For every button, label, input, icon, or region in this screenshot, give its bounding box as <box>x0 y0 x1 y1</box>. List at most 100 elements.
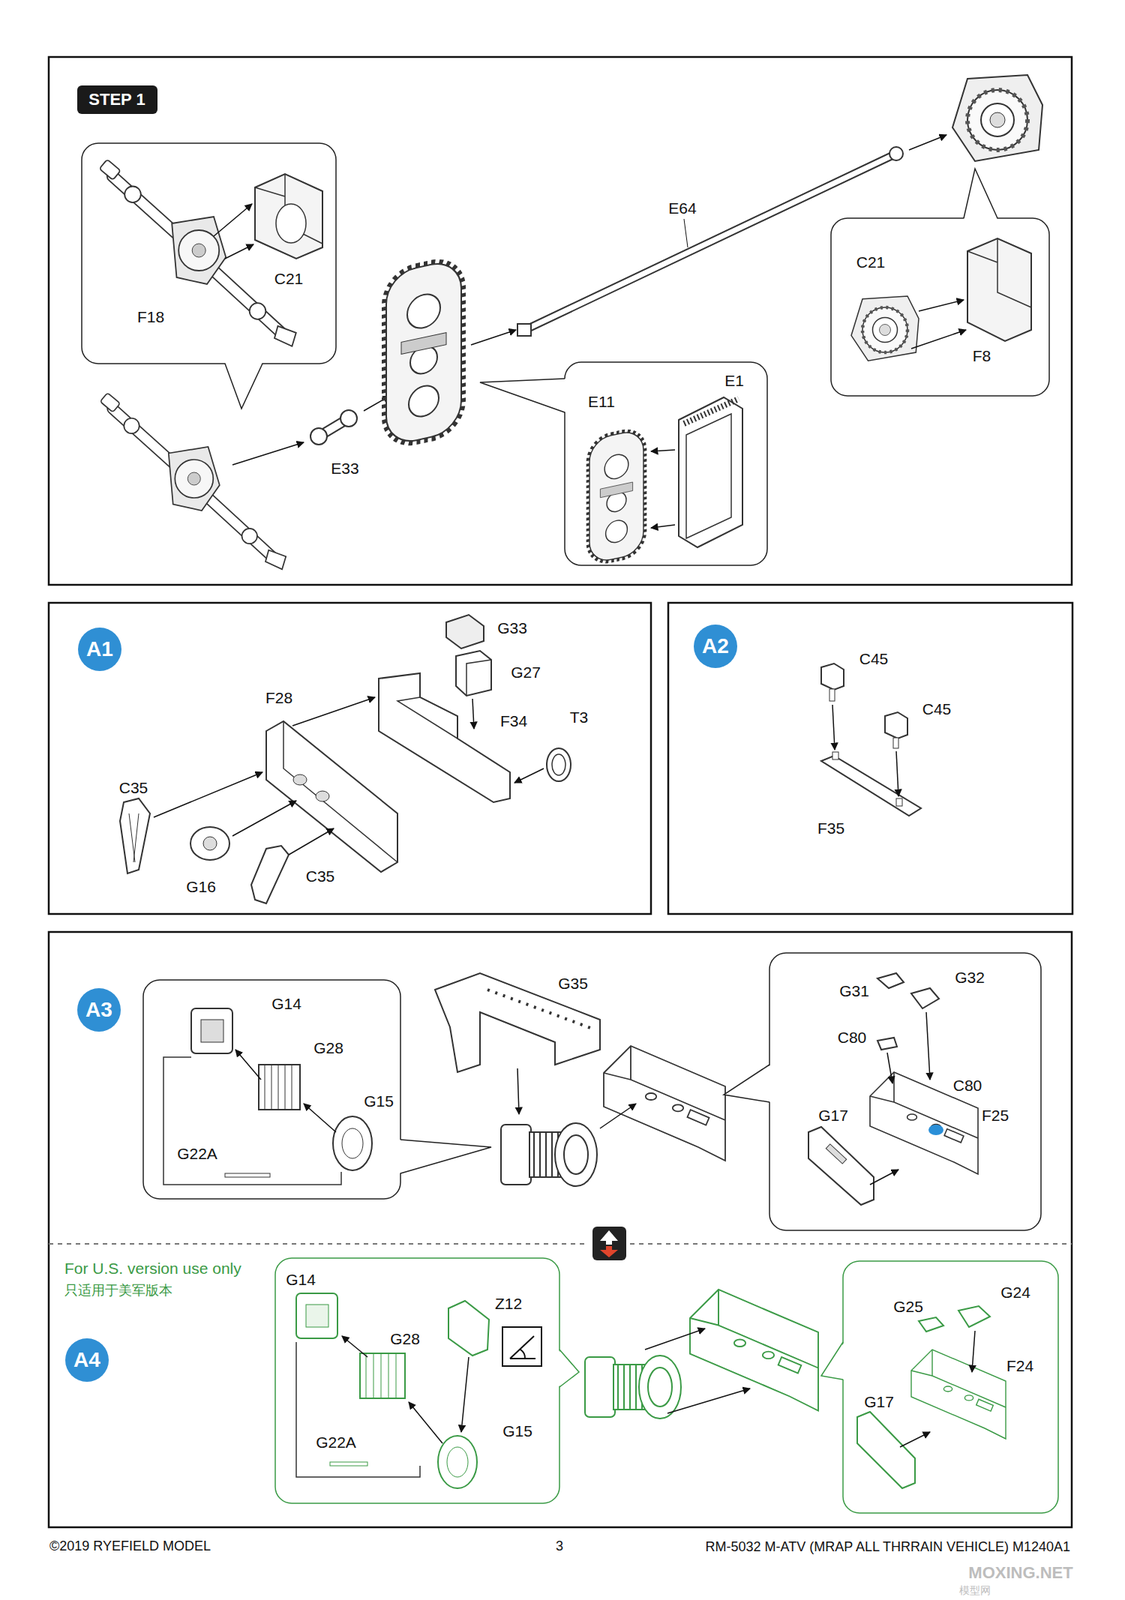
art-path <box>723 1065 770 1103</box>
art-ellipse <box>928 1125 944 1136</box>
art-rect <box>143 980 401 1200</box>
part-number: G27 <box>509 663 543 681</box>
part-number: G24 <box>999 1284 1032 1302</box>
art-polygon <box>480 378 567 413</box>
part-number: G14 <box>270 995 303 1013</box>
part-number: F24 <box>1005 1357 1035 1375</box>
art-path <box>958 1306 990 1328</box>
art-path <box>686 414 732 539</box>
art-ellipse <box>293 774 307 786</box>
art-path <box>678 397 743 548</box>
art-line <box>153 772 263 818</box>
art-line <box>651 525 675 528</box>
art-line <box>213 204 252 237</box>
art-line <box>472 699 474 729</box>
art-ellipse <box>315 791 330 802</box>
art-path <box>446 615 484 649</box>
part-number: G35 <box>556 975 590 993</box>
part-number: E64 <box>666 199 698 217</box>
art-line <box>225 244 254 259</box>
art-use <box>501 1123 597 1187</box>
art-rect <box>668 603 1073 915</box>
art-ellipse <box>333 1116 372 1171</box>
watermark: MOXING.NET <box>966 1564 1074 1583</box>
part-number: C80 <box>836 1029 869 1047</box>
section-badge: A1 <box>77 627 123 672</box>
part-number: G22A <box>314 1434 358 1452</box>
part-number: T3 <box>568 708 591 726</box>
part-number: F28 <box>264 689 294 707</box>
art-path <box>129 813 139 863</box>
art-line <box>408 1402 443 1444</box>
part-number: C80 <box>951 1077 984 1095</box>
art-use <box>911 1350 1006 1440</box>
art-path <box>397 697 458 739</box>
part-number: F25 <box>980 1107 1011 1125</box>
art-polygon <box>558 1350 579 1388</box>
part-number: G17 <box>862 1393 896 1411</box>
art-rect <box>829 689 835 702</box>
art-path <box>967 238 1032 308</box>
art-path <box>857 1412 915 1489</box>
art-rect <box>258 1065 300 1110</box>
art-line <box>600 1104 636 1129</box>
art-path <box>600 1246 618 1258</box>
art-polygon <box>399 1140 492 1174</box>
part-number: C45 <box>921 700 954 718</box>
art-path <box>808 1127 874 1206</box>
badge-label: A3 <box>85 999 113 1023</box>
part-number: G31 <box>837 982 871 1000</box>
art-polygon <box>821 1342 845 1380</box>
art-line <box>651 450 675 452</box>
art-rect <box>330 1462 368 1467</box>
art-path <box>366 1353 396 1399</box>
art-use <box>851 296 919 361</box>
art-rect <box>893 738 899 749</box>
art-path <box>283 721 398 863</box>
badge-label: STEP 1 <box>88 90 145 109</box>
part-number: F35 <box>816 819 846 837</box>
art-circle <box>310 428 327 445</box>
art-rect <box>306 1305 329 1328</box>
art-path <box>378 673 510 803</box>
art-line <box>288 828 334 855</box>
part-number: F34 <box>498 712 529 730</box>
art-line <box>514 768 544 783</box>
art-line <box>517 1068 519 1115</box>
version-note: For U.S. version use only <box>63 1260 243 1278</box>
art-line <box>870 1170 899 1185</box>
art-polygon <box>963 168 998 220</box>
art-use <box>690 1290 819 1412</box>
art-rect <box>517 324 531 336</box>
art-rect <box>831 218 1050 396</box>
art-polygon <box>225 362 263 409</box>
art-rect <box>843 1261 1059 1514</box>
art-line <box>684 219 688 248</box>
part-number: C35 <box>117 779 150 797</box>
art-circle <box>340 410 357 427</box>
part-number: C21 <box>855 253 888 271</box>
part-number: G33 <box>495 619 529 637</box>
art-line <box>471 330 516 345</box>
art-path <box>559 1350 579 1388</box>
art-path <box>296 1342 420 1478</box>
art-path <box>266 721 398 873</box>
part-number: C35 <box>304 867 337 885</box>
badge-circle-shape <box>78 627 122 672</box>
art-rect <box>896 798 903 807</box>
art-line <box>667 1389 750 1414</box>
art-rect <box>191 1008 233 1054</box>
part-number: F18 <box>135 308 166 326</box>
art-line <box>645 1329 705 1350</box>
part-number: E1 <box>723 372 746 390</box>
art-ellipse <box>190 827 230 861</box>
art-path <box>877 973 904 989</box>
art-line <box>292 697 375 726</box>
art-path <box>255 174 323 259</box>
badge-circle-shape <box>693 624 738 669</box>
badge-label: A4 <box>73 1349 101 1373</box>
section-badge: A2 <box>693 624 738 669</box>
art-path <box>963 168 998 219</box>
art-use <box>603 1046 726 1161</box>
